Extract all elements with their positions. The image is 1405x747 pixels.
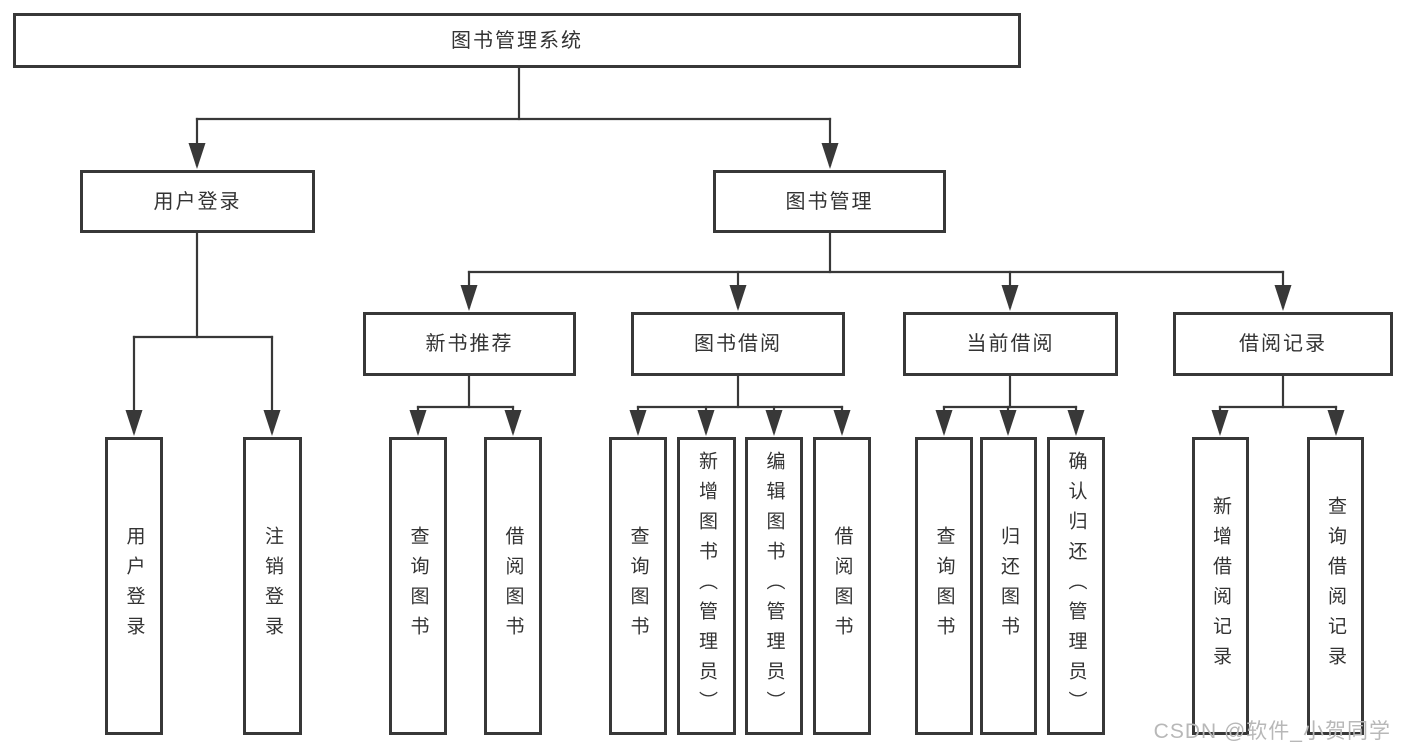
node-borrowing-records: 借阅记录 <box>1173 312 1393 376</box>
node-confirm-return-admin: 确认归还（管理员） <box>1047 437 1105 735</box>
arrowhead-icon <box>833 410 851 436</box>
edge-root <box>188 66 839 169</box>
node-book-borrowing: 图书借阅 <box>631 312 845 376</box>
node-label-edit-books-admin: 编辑图书（管理员） <box>763 451 785 721</box>
node-book-management: 图书管理 <box>713 170 946 233</box>
edge-borrowing-records <box>1211 374 1345 436</box>
node-label-user-login-action: 用户登录 <box>123 526 145 646</box>
node-label-library-management-system: 图书管理系统 <box>451 29 583 52</box>
node-label-query-books-recommend: 查询图书 <box>407 526 429 646</box>
node-user-login: 用户登录 <box>80 170 315 233</box>
edge-book-borrowing <box>629 374 851 436</box>
node-label-add-books-admin: 新增图书（管理员） <box>696 451 717 721</box>
arrowhead-icon <box>935 410 953 436</box>
node-current-borrowing: 当前借阅 <box>903 312 1118 376</box>
arrowhead-icon <box>999 410 1017 436</box>
node-label-confirm-return-admin: 确认归还（管理员） <box>1065 451 1087 721</box>
csdn-watermark: CSDN @软件_小贺同学 <box>1153 720 1391 743</box>
node-add-books-admin: 新增图书（管理员） <box>677 437 736 735</box>
arrowhead-icon <box>697 410 715 436</box>
node-label-user-login: 用户登录 <box>153 190 242 213</box>
arrowhead-icon <box>821 143 839 169</box>
arrowhead-icon <box>1211 410 1229 436</box>
arrowhead-icon <box>409 410 427 436</box>
node-library-management-system: 图书管理系统 <box>13 13 1021 68</box>
arrowhead-icon <box>729 285 747 311</box>
node-label-new-book-recommend: 新书推荐 <box>425 333 514 355</box>
node-query-books-borrowing: 查询图书 <box>609 437 667 735</box>
arrowhead-icon <box>188 143 206 169</box>
arrowhead-icon <box>1001 285 1019 311</box>
edge-current-borrowing <box>935 374 1085 436</box>
node-label-book-management: 图书管理 <box>785 190 874 213</box>
arrowhead-icon <box>1274 285 1292 311</box>
node-query-borrowing-record: 查询借阅记录 <box>1307 437 1364 735</box>
arrowhead-icon <box>629 410 647 436</box>
node-query-books-recommend: 查询图书 <box>389 437 447 735</box>
edge-book-management <box>460 231 1292 311</box>
node-user-login-action: 用户登录 <box>105 437 163 735</box>
arrowhead-icon <box>125 410 143 436</box>
node-add-borrowing-record: 新增借阅记录 <box>1192 437 1249 735</box>
node-new-book-recommend: 新书推荐 <box>363 312 576 376</box>
node-edit-books-admin: 编辑图书（管理员） <box>745 437 803 735</box>
node-label-borrow-books-recommend: 借阅图书 <box>502 526 524 646</box>
node-borrow-books-borrowing: 借阅图书 <box>813 437 871 735</box>
node-label-query-books-current: 查询图书 <box>933 526 955 646</box>
node-label-return-books: 归还图书 <box>998 526 1019 646</box>
node-label-current-borrowing: 当前借阅 <box>966 333 1055 355</box>
node-query-books-current: 查询图书 <box>915 437 973 735</box>
arrowhead-icon <box>1067 410 1085 436</box>
arrowhead-icon <box>1327 410 1345 436</box>
node-label-add-borrowing-record: 新增借阅记录 <box>1210 496 1231 676</box>
node-label-book-borrowing: 图书借阅 <box>694 333 782 355</box>
arrowhead-icon <box>504 410 522 436</box>
node-logout-action: 注销登录 <box>243 437 302 735</box>
arrowhead-icon <box>765 410 783 436</box>
node-label-logout-action: 注销登录 <box>262 526 283 646</box>
node-label-borrowing-records: 借阅记录 <box>1239 333 1327 355</box>
node-label-query-borrowing-record: 查询借阅记录 <box>1325 496 1346 676</box>
node-label-borrow-books-borrowing: 借阅图书 <box>831 526 853 646</box>
node-borrow-books-recommend: 借阅图书 <box>484 437 542 735</box>
arrowhead-icon <box>263 410 281 436</box>
node-label-query-books-borrowing: 查询图书 <box>627 526 649 646</box>
arrowhead-icon <box>460 285 478 311</box>
edge-new-book-recommend <box>409 374 522 436</box>
edge-user-login <box>125 231 281 436</box>
node-return-books: 归还图书 <box>980 437 1037 735</box>
